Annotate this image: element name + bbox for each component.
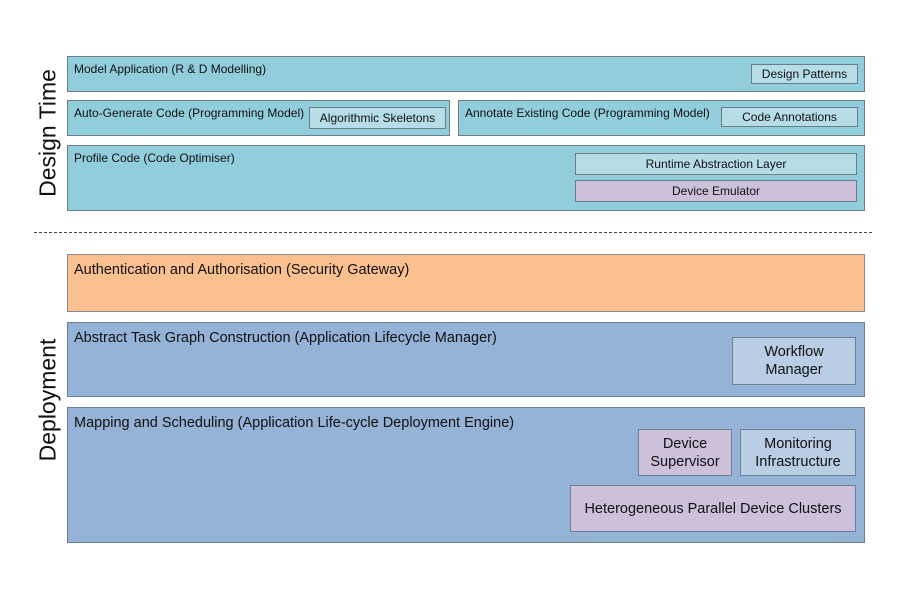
security-gateway-title: Authentication and Authorisation (Securi… xyxy=(74,262,410,278)
annotate-existing-code-layer: Annotate Existing Code (Programming Mode… xyxy=(458,100,865,136)
model-application-title: Model Application (R & D Modelling) xyxy=(74,62,267,76)
design-time-label: Design Time xyxy=(34,69,61,197)
application-lifecycle-manager-layer: Abstract Task Graph Construction (Applic… xyxy=(67,322,865,397)
auto-generate-code-layer: Auto-Generate Code (Programming Model) A… xyxy=(67,100,450,136)
phase-divider xyxy=(34,232,872,233)
auto-generate-code-title: Auto-Generate Code (Programming Model) xyxy=(74,106,305,120)
heterogeneous-parallel-device-clusters-component: Heterogeneous Parallel Device Clusters xyxy=(570,485,856,532)
runtime-abstraction-layer-component: Runtime Abstraction Layer xyxy=(575,153,857,175)
workflow-manager-component: Workflow Manager xyxy=(732,337,856,385)
deployment-engine-title: Mapping and Scheduling (Application Life… xyxy=(74,415,515,431)
deployment-label: Deployment xyxy=(34,338,61,462)
device-supervisor-component: Device Supervisor xyxy=(638,429,732,476)
monitoring-infrastructure-component: Monitoring Infrastructure xyxy=(740,429,856,476)
profile-code-title: Profile Code (Code Optimiser) xyxy=(74,151,235,165)
device-emulator-component: Device Emulator xyxy=(575,180,857,202)
code-annotations-component: Code Annotations xyxy=(721,107,858,127)
security-gateway-layer: Authentication and Authorisation (Securi… xyxy=(67,254,865,312)
application-lifecycle-manager-title: Abstract Task Graph Construction (Applic… xyxy=(74,330,497,346)
annotate-existing-code-title: Annotate Existing Code (Programming Mode… xyxy=(465,106,710,120)
profile-code-layer: Profile Code (Code Optimiser) Runtime Ab… xyxy=(67,145,865,211)
model-application-layer: Model Application (R & D Modelling) Desi… xyxy=(67,56,865,92)
algorithmic-skeletons-component: Algorithmic Skeletons xyxy=(309,107,446,129)
deployment-engine-layer: Mapping and Scheduling (Application Life… xyxy=(67,407,865,543)
design-patterns-component: Design Patterns xyxy=(751,64,858,84)
